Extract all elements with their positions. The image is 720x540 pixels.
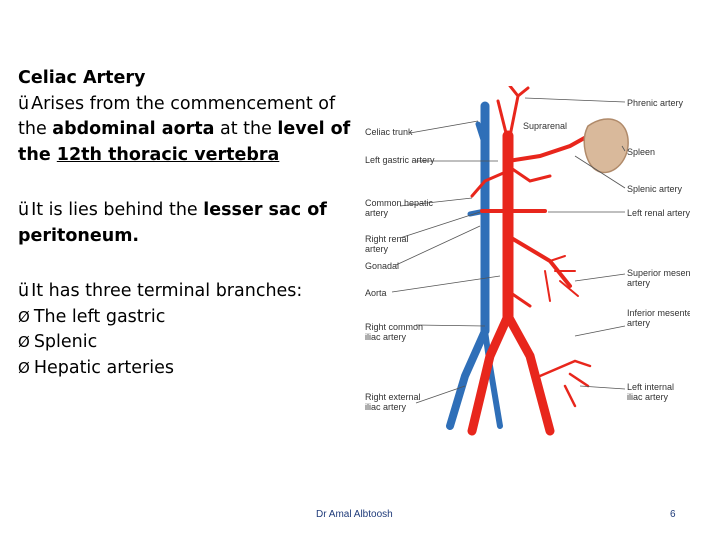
bullet-arises-bold: abdominal aorta xyxy=(52,119,215,139)
sub-item-label: The left gastric xyxy=(33,306,166,327)
slide-title: Celiac Artery xyxy=(18,68,146,88)
labels-right: Phrenic artery Suprarenal Spleen Splenic… xyxy=(523,98,690,402)
label-suprarenal: Suprarenal xyxy=(523,121,567,131)
bullet-arises-text: Arises from the commencement of the xyxy=(18,93,336,140)
vein-drawing xyxy=(446,101,503,430)
aorta-diagram: Celiac trunk Left gastric artery Common … xyxy=(365,86,690,436)
check-icon: ü xyxy=(18,200,30,220)
check-icon: ü xyxy=(18,281,30,301)
bullet-arises-text-2: at the xyxy=(214,119,278,139)
label-right-common-iliac-2: iliac artery xyxy=(365,332,407,342)
arrow-icon: Ø xyxy=(18,307,30,326)
label-common-hepatic: Common hepatic xyxy=(365,198,434,208)
bullet-lies-text: It is lies behind the xyxy=(31,200,204,220)
bullet-arises-underline: 12th thoracic vertebra xyxy=(56,144,280,165)
label-superior-mesenteric-2: artery xyxy=(627,278,651,288)
label-gonadal: Gonadal xyxy=(365,261,399,271)
label-left-gastric: Left gastric artery xyxy=(365,155,435,165)
spleen-shape xyxy=(583,118,629,174)
arrow-icon: Ø xyxy=(18,358,30,377)
leader-lines xyxy=(391,97,626,404)
footer-author: Dr Amal Albtoosh xyxy=(316,509,393,520)
label-right-renal: Right renal xyxy=(365,234,409,244)
labels-left: Celiac trunk Left gastric artery Common … xyxy=(365,127,435,412)
label-right-common-iliac: Right common xyxy=(365,322,423,332)
check-icon: ü xyxy=(18,93,30,114)
label-left-renal: Left renal artery xyxy=(627,208,690,218)
label-left-internal-iliac: Left internal xyxy=(627,382,674,392)
artery-drawing xyxy=(467,86,592,436)
arrow-icon: Ø xyxy=(18,333,30,351)
bullet-lies-bold: lesser sac of peritoneum. xyxy=(18,200,327,246)
bullet-branches-text: It has three terminal branches: xyxy=(31,281,303,301)
label-aorta: Aorta xyxy=(365,288,387,298)
label-right-external-iliac: Right external xyxy=(365,392,421,402)
label-left-internal-iliac-2: iliac artery xyxy=(627,392,669,402)
label-superior-mesenteric: Superior mesenteric xyxy=(627,268,690,278)
label-inferior-mesenteric-2: artery xyxy=(627,318,651,328)
label-phrenic: Phrenic artery xyxy=(627,98,684,108)
label-right-renal-2: artery xyxy=(365,244,389,254)
label-spleen: Spleen xyxy=(627,147,655,157)
label-splenic: Splenic artery xyxy=(627,184,683,194)
label-common-hepatic-2: artery xyxy=(365,208,389,218)
label-celiac-trunk: Celiac trunk xyxy=(365,127,413,137)
sub-item-label: Hepatic arteries xyxy=(33,357,174,378)
page-number: 6 xyxy=(670,509,676,520)
sub-item-label: Splenic xyxy=(33,332,98,352)
label-inferior-mesenteric: Inferior mesenteric xyxy=(627,308,690,318)
bullet-arises-bold-2: level of the xyxy=(18,119,351,165)
label-right-external-iliac-2: iliac artery xyxy=(365,402,407,412)
